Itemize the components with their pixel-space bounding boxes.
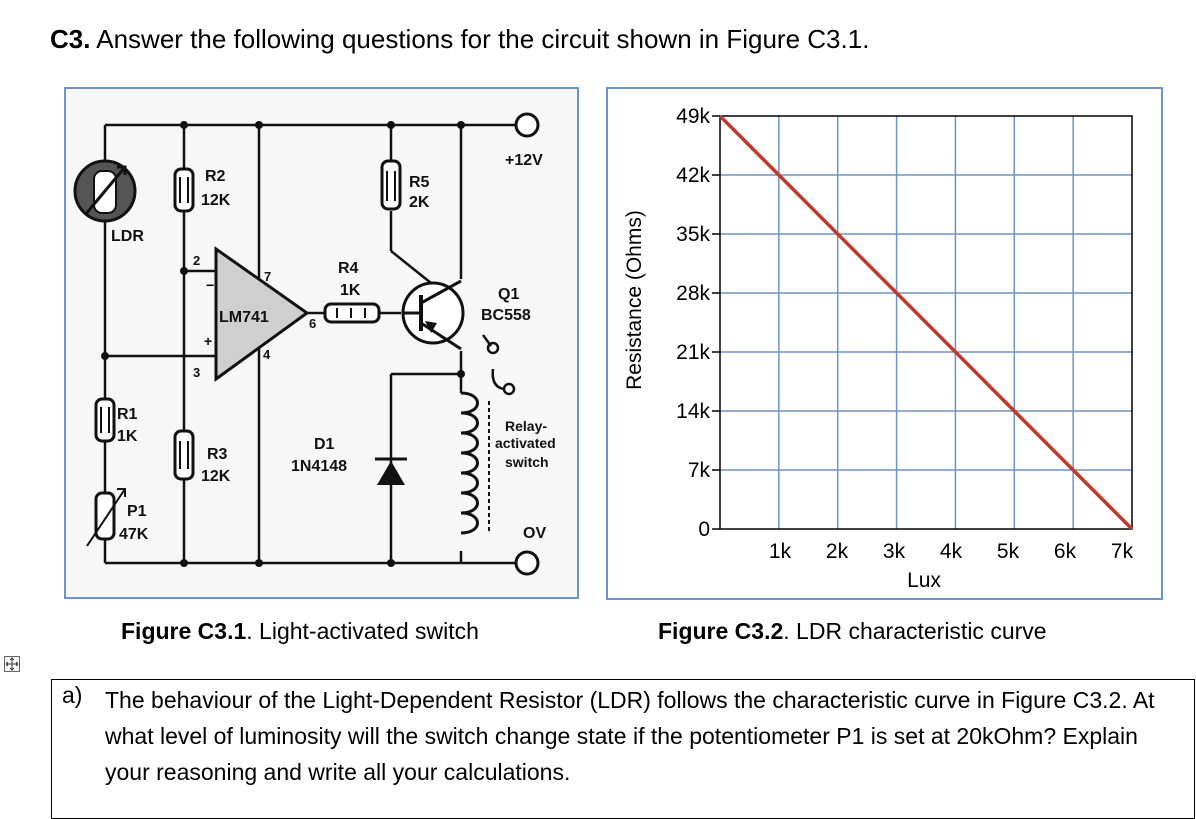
figure-c3-1-text: . Light-activated switch	[246, 618, 479, 644]
y-tick-label: 21k	[676, 341, 710, 364]
y-tick-label: 42k	[676, 164, 710, 187]
figure-c3-1-number: Figure C3.1	[121, 618, 247, 644]
label-pin4: 4	[263, 347, 271, 362]
circuit-diagram: − +	[73, 112, 556, 576]
opamp-symbol	[214, 246, 310, 382]
label-supply: +12V	[505, 152, 543, 169]
svg-text:+: +	[204, 333, 212, 349]
y-axis-label: Resistance (Ohms)	[623, 210, 646, 390]
y-tick-label: 49k	[676, 105, 710, 128]
label-r5-value: 2K	[409, 194, 430, 211]
label-relay-line3: switch	[505, 454, 549, 470]
x-axis-label: Lux	[907, 569, 941, 592]
label-relay-line1: Relay-	[505, 418, 547, 434]
question-text: The behaviour of the Light-Dependent Res…	[105, 687, 1155, 785]
label-r1-value: 1K	[117, 428, 138, 445]
ldr-curve-line	[718, 114, 1134, 531]
question-part-label: a)	[62, 682, 83, 708]
label-opamp: LM741	[219, 309, 269, 326]
x-tick-label: 3k	[883, 540, 906, 563]
label-q1: Q1	[498, 286, 519, 303]
label-d1: D1	[314, 436, 335, 453]
label-r2-value: 12K	[201, 192, 231, 209]
figure-c3-2-text: . LDR characteristic curve	[783, 618, 1047, 644]
x-tick-label: 2k	[826, 540, 849, 563]
label-pin7: 7	[264, 269, 271, 284]
label-relay-line2: activated	[495, 435, 556, 451]
label-d1-part: 1N4148	[291, 458, 347, 475]
r1-symbol	[94, 397, 116, 443]
figure-c3-1-caption: Figure C3.1. Light-activated switch	[121, 618, 479, 645]
question-heading: C3. Answer the following questions for t…	[50, 24, 869, 55]
y-tick-label: 35k	[676, 223, 710, 246]
label-r4-value: 1K	[340, 282, 361, 299]
ground-terminal	[514, 550, 540, 576]
y-tick-label: 14k	[676, 400, 710, 423]
svg-text:−: −	[206, 277, 214, 293]
label-pin2: 2	[193, 253, 200, 268]
question-number: C3.	[50, 24, 91, 54]
r3-symbol	[173, 429, 195, 481]
ldr-chart: 49k 42k 35k 28k 21k 14k 7k 0 1k 2k 3k 4k 5k 6k 7k Res…	[623, 105, 1134, 592]
figure-c3-2-caption: Figure C3.2. LDR characteristic curve	[658, 618, 1047, 645]
y-tick-label: 0	[698, 518, 710, 541]
figure-c3-2-number: Figure C3.2	[658, 618, 784, 644]
y-tick-label: 7k	[688, 459, 711, 482]
r5-symbol	[380, 159, 402, 211]
label-ground: OV	[523, 525, 546, 542]
x-tick-label: 4k	[940, 540, 963, 563]
ldr-symbol	[73, 159, 137, 223]
y-tick-label: 28k	[676, 282, 710, 305]
x-tick-label: 6k	[1054, 540, 1077, 563]
label-q1-part: BC558	[481, 307, 531, 324]
x-tick-label: 5k	[997, 540, 1020, 563]
x-tick-label: 7k	[1111, 540, 1134, 563]
x-tick-label: 1k	[769, 540, 792, 563]
chart-figure: 49k 42k 35k 28k 21k 14k 7k 0 1k 2k 3k 4k 5k 6k 7k Res…	[606, 87, 1163, 600]
label-pin6: 6	[309, 316, 316, 331]
label-p1: P1	[127, 503, 147, 520]
label-r4: R4	[338, 260, 359, 277]
relay-coil-symbol	[460, 391, 479, 535]
diode-symbol	[375, 457, 407, 485]
supply-terminal	[514, 112, 540, 138]
table-move-handle-icon[interactable]	[4, 656, 20, 672]
transistor-symbol	[401, 279, 465, 351]
label-pin3: 3	[193, 365, 200, 380]
p1-symbol	[94, 491, 116, 541]
heading-text: Answer the following questions for the c…	[90, 24, 870, 54]
r2-symbol	[173, 167, 195, 213]
label-r2: R2	[205, 168, 226, 185]
label-p1-value: 47K	[119, 526, 149, 543]
label-r3-value: 12K	[201, 468, 231, 485]
circuit-figure: − +	[64, 87, 579, 599]
label-r1: R1	[117, 406, 138, 423]
label-ldr: LDR	[111, 228, 144, 245]
label-r5: R5	[409, 174, 430, 191]
label-r3: R3	[207, 446, 228, 463]
